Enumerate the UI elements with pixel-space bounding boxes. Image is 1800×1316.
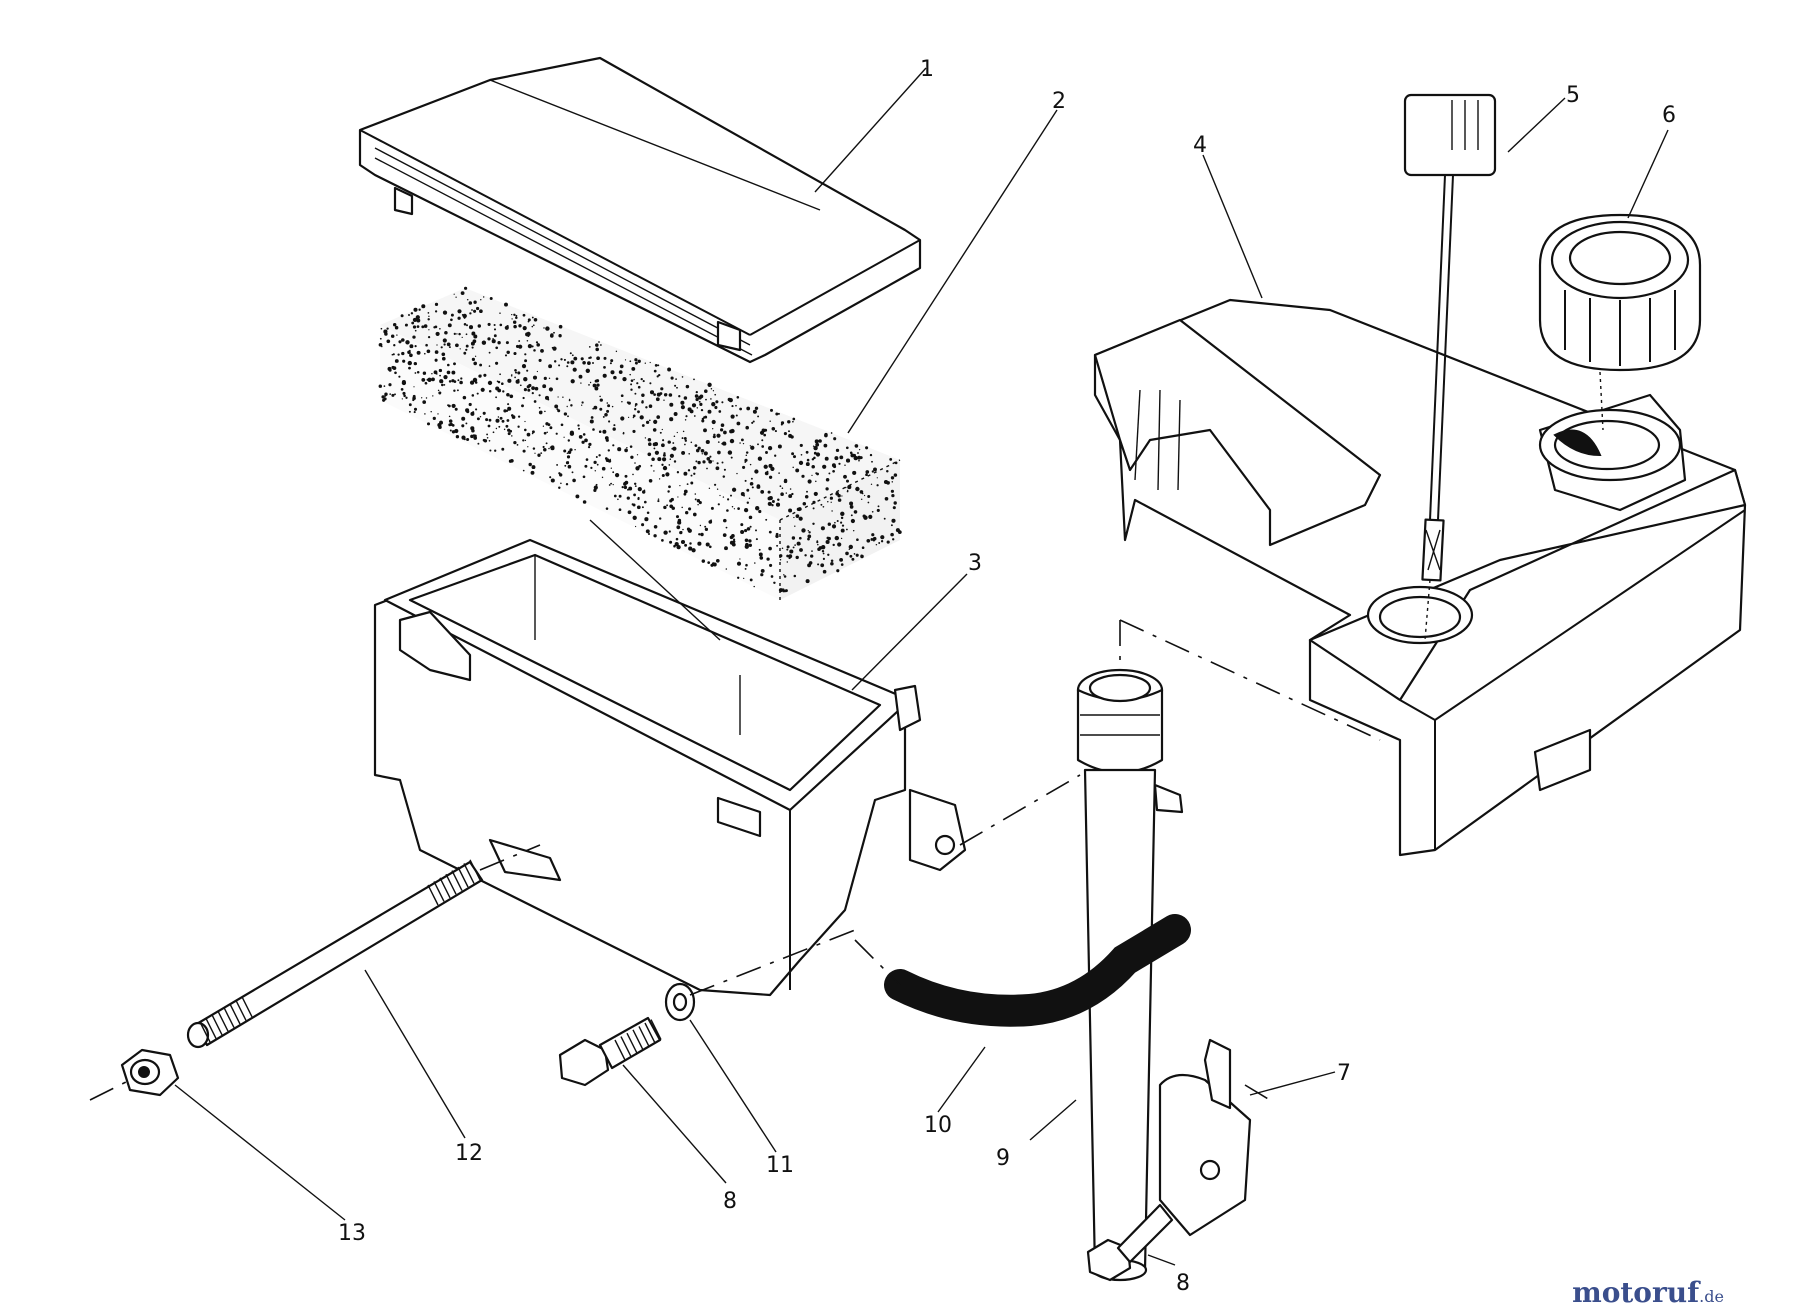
watermark-main-text: motoruf <box>1572 1276 1701 1309</box>
watermark-suffix: .de <box>1699 1287 1724 1306</box>
part-13-nut <box>120 1048 180 1097</box>
callout-9: 9 <box>996 1146 1010 1171</box>
part-8-bolt-left <box>558 1016 662 1087</box>
part-10-hose <box>884 914 1191 1027</box>
part-8-bolt-bottom <box>1086 1203 1174 1282</box>
part-12-stud <box>186 859 484 1049</box>
watermark-logo: motoruf.de <box>1572 1276 1724 1309</box>
callout-2: 2 <box>1052 89 1066 114</box>
callout-8-left: 8 <box>723 1189 737 1214</box>
foam-texture <box>378 286 902 593</box>
svg-text:motoruf.de: motoruf.de <box>1572 1276 1724 1309</box>
callout-10: 10 <box>924 1113 952 1138</box>
callout-4: 4 <box>1193 133 1207 158</box>
callout-labels: 1 2 3 4 5 6 7 8 8 9 10 11 12 13 <box>338 57 1676 1296</box>
part-5-dipstick <box>1403 93 1497 641</box>
callout-8-bottom: 8 <box>1176 1271 1190 1296</box>
part-1-air-cleaner-cover <box>358 56 922 364</box>
leader-lines <box>174 67 1669 1266</box>
callout-11: 11 <box>766 1153 794 1178</box>
part-7-bracket <box>1158 1038 1252 1237</box>
part-2-foam-filter <box>378 286 902 600</box>
callout-3: 3 <box>968 551 982 576</box>
part-9-filler-tube <box>1076 668 1184 1282</box>
callout-7: 7 <box>1337 1061 1351 1086</box>
callout-1: 1 <box>920 57 934 82</box>
callout-5: 5 <box>1566 83 1580 108</box>
part-6-fuel-cap <box>1538 213 1702 431</box>
part-11-washer <box>664 982 696 1022</box>
part-4-fuel-tank <box>1093 298 1747 857</box>
part-3-air-cleaner-base <box>373 519 967 997</box>
callout-13: 13 <box>338 1221 366 1246</box>
callout-6: 6 <box>1662 103 1676 128</box>
callout-12: 12 <box>455 1141 483 1166</box>
